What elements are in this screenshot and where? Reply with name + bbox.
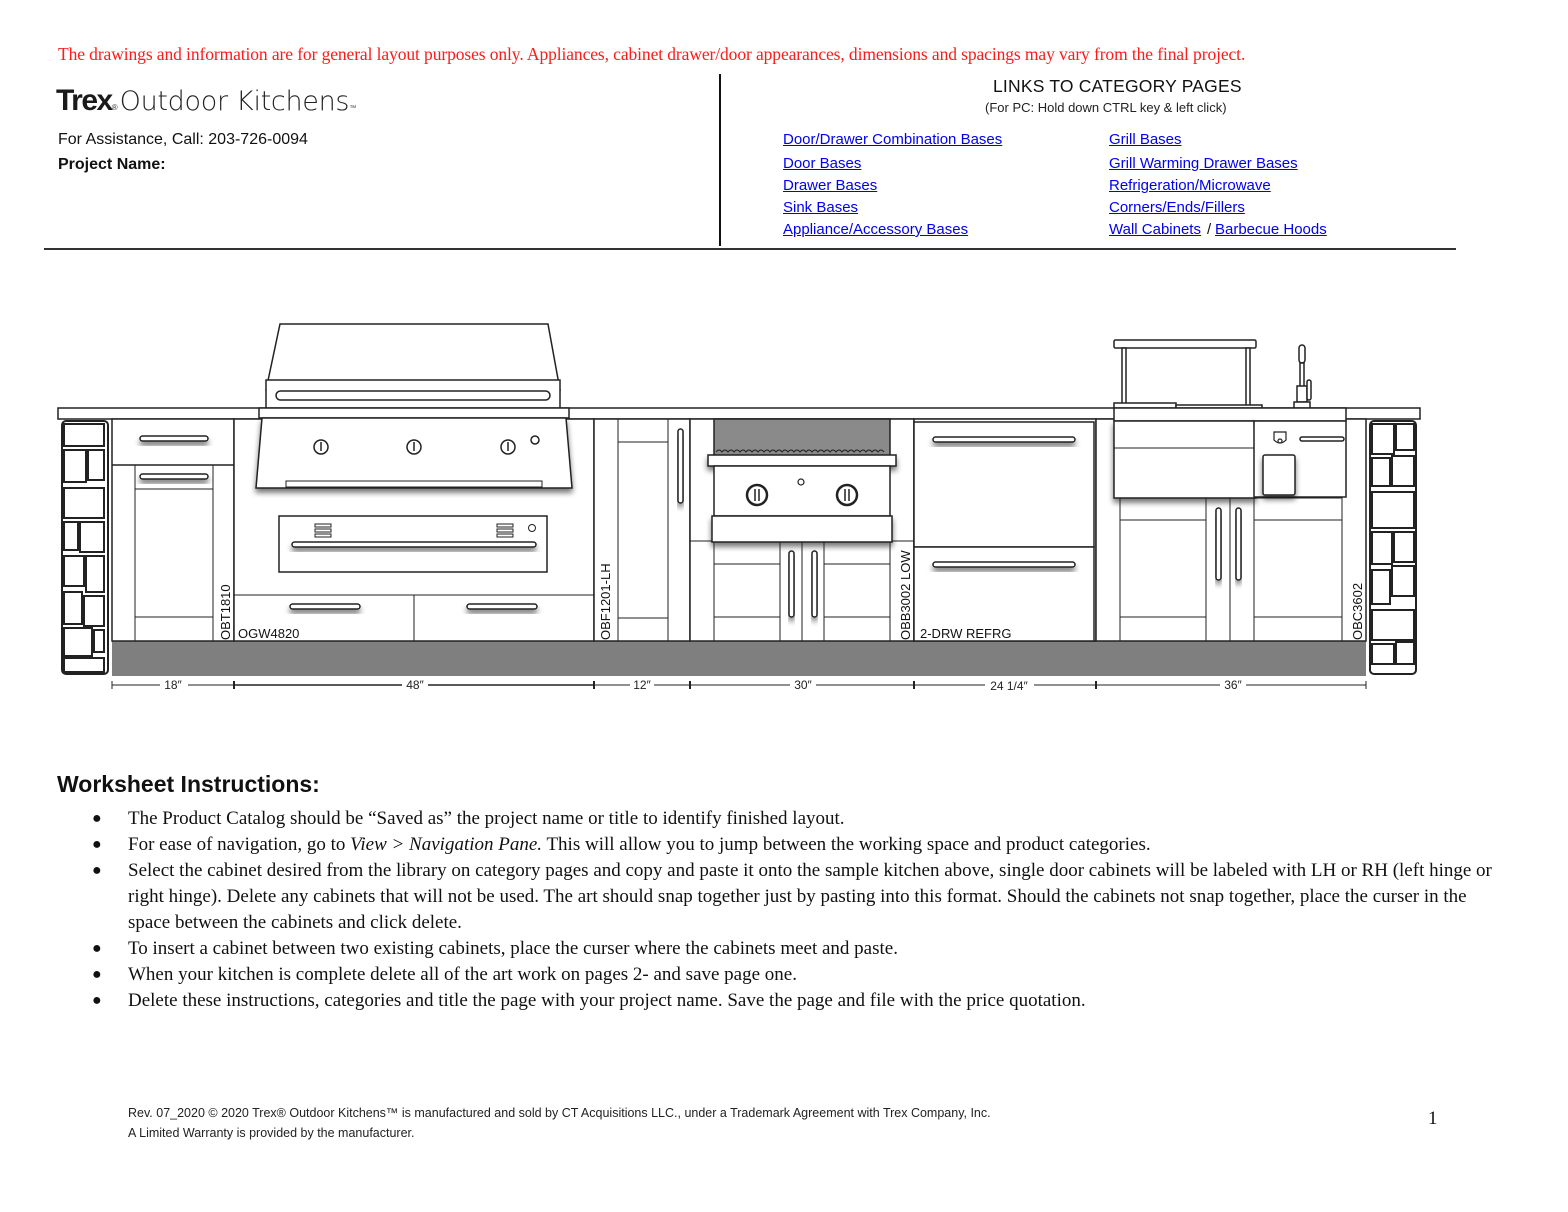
burner-knob-icon <box>745 483 769 507</box>
link-barbecue-hoods[interactable]: Barbecue Hoods <box>1215 221 1327 238</box>
instruction-item: ●For ease of navigation, go to View > Na… <box>90 832 1510 858</box>
link-appliance-accessory-bases[interactable]: Appliance/Accessory Bases <box>783 221 969 238</box>
page-number: 1 <box>1428 1108 1438 1129</box>
dimension-12: 12″ <box>633 678 651 692</box>
dimension-36: 36″ <box>1224 678 1242 692</box>
link-grill-warming-drawer-bases[interactable]: Grill Warming Drawer Bases <box>1109 155 1298 172</box>
faucet-icon <box>1293 344 1312 409</box>
door-handle <box>677 428 684 504</box>
dimension-24-1-4: 24 1/4″ <box>990 679 1028 693</box>
warming-drawer-handle <box>291 541 537 548</box>
instruction-item: ●Delete these instructions, categories a… <box>90 988 1510 1014</box>
toe-kick <box>112 641 1366 676</box>
door-handle <box>1215 507 1222 581</box>
link-door-drawer-combination-bases[interactable]: Door/Drawer Combination Bases <box>783 131 1003 148</box>
stone-pillar-left-icon <box>61 420 109 675</box>
worksheet-instructions-title: Worksheet Instructions: <box>57 771 320 797</box>
vent-icon <box>314 523 332 538</box>
instruction-item: ●When your kitchen is complete delete al… <box>90 962 1510 988</box>
igniter-button-icon <box>530 435 540 445</box>
layout-disclaimer: The drawings and information are for gen… <box>58 44 1246 64</box>
grill-knob-icon <box>313 439 329 455</box>
dimension-30: 30″ <box>794 678 812 692</box>
trademark-mark: ™ <box>349 105 357 112</box>
instruction-item: ●To insert a cabinet between two existin… <box>90 936 1510 962</box>
logo-text: Outdoor Kitchens <box>119 86 350 117</box>
footer-warranty: A Limited Warranty is provided by the ma… <box>128 1126 415 1140</box>
cabinet-ogw4820 <box>233 323 595 642</box>
link-drawer-bases[interactable]: Drawer Bases <box>783 177 878 194</box>
stone-pillar-right-icon <box>1369 420 1417 675</box>
grill-knob-icon <box>500 439 516 455</box>
indicator-light-icon <box>528 524 536 532</box>
bullet-icon: ● <box>92 992 102 1009</box>
link-refrigeration-microwave[interactable]: Refrigeration/Microwave <box>1109 177 1271 194</box>
sink-front-panel <box>1113 420 1257 499</box>
instruction-item: ●Select the cabinet desired from the lib… <box>92 860 1492 933</box>
soap-dispenser-icon <box>1273 431 1287 444</box>
cabinet-obb3002-low <box>689 418 915 642</box>
project-name-label: Project Name: <box>58 156 166 173</box>
door-handle <box>811 550 818 618</box>
grill-knob-icon <box>406 439 422 455</box>
instruction-item: ●The Product Catalog should be “Saved as… <box>90 806 1510 832</box>
trex-logo: Trex ® Outdoor Kitchens ™ <box>56 84 356 124</box>
cabinet-obf1201-lh <box>593 418 691 642</box>
door-handle <box>1235 507 1242 581</box>
igniter-icon <box>797 478 805 486</box>
dimension-line <box>111 681 1367 689</box>
link-door-bases[interactable]: Door Bases <box>783 155 862 172</box>
bullet-icon: ● <box>92 940 102 957</box>
worksheet-instructions-list: ●The Product Catalog should be “Saved as… <box>90 806 1510 1014</box>
drawer-handle <box>139 473 209 480</box>
bullet-icon: ● <box>92 836 102 853</box>
bullet-icon: ● <box>92 966 102 983</box>
links-subtitle: (For PC: Hold down CTRL key & left click… <box>985 100 1227 115</box>
menu-path: View > Navigation Pane. <box>350 834 543 855</box>
door-handle <box>788 550 795 618</box>
link-corners-ends-fillers[interactable]: Corners/Ends/Fillers <box>1109 199 1245 216</box>
grill-hood-handle <box>275 390 551 401</box>
bullet-icon: ● <box>92 810 102 827</box>
link-separator: / <box>1207 221 1212 238</box>
logo-brand: Trex <box>56 84 113 117</box>
burner-knob-icon <box>835 483 859 507</box>
header-horizontal-divider <box>44 248 1456 250</box>
refrigerator-2-drawer <box>913 418 1097 642</box>
kitchen-elevation-drawing[interactable]: OBT1810 OGW4820 OBF1201-LH OBB3002 LOW 2… <box>0 300 1568 720</box>
cabinet-obc3602 <box>1095 339 1367 642</box>
dimension-48: 48″ <box>406 678 424 692</box>
label-obf1201-lh: OBF1201-LH <box>598 563 613 640</box>
assistance-phone: For Assistance, Call: 203-726-0094 <box>58 131 308 148</box>
towel-bar <box>1299 436 1345 442</box>
refrigerator-drawer-handle <box>932 561 1076 568</box>
label-ogw4820: OGW4820 <box>238 626 299 641</box>
drawer-handle <box>139 435 209 442</box>
refrigerator-drawer-handle <box>932 436 1076 443</box>
overhead-shelf <box>1113 339 1257 349</box>
paper-towel-holder-icon <box>1262 454 1296 496</box>
link-wall-cabinets[interactable]: Wall Cabinets <box>1109 221 1201 238</box>
registered-mark: ® <box>111 103 118 112</box>
label-2-drw-refrg: 2-DRW REFRG <box>920 626 1011 641</box>
link-sink-bases[interactable]: Sink Bases <box>783 199 859 216</box>
cabinet-obt1810 <box>111 418 235 642</box>
link-grill-bases[interactable]: Grill Bases <box>1109 131 1182 148</box>
drawer-handle <box>289 603 361 610</box>
links-title: LINKS TO CATEGORY PAGES <box>993 76 1242 96</box>
label-obb3002-low: OBB3002 LOW <box>898 550 913 640</box>
footer-copyright: Rev. 07_2020 © 2020 Trex® Outdoor Kitche… <box>128 1106 991 1120</box>
vent-icon <box>496 523 514 538</box>
drawer-handle <box>466 603 538 610</box>
dimension-18: 18″ <box>164 678 182 692</box>
bullet-icon: ● <box>92 862 102 879</box>
label-obc3602: OBC3602 <box>1350 583 1365 640</box>
header-vertical-divider <box>719 74 721 246</box>
label-obt1810: OBT1810 <box>218 584 233 640</box>
